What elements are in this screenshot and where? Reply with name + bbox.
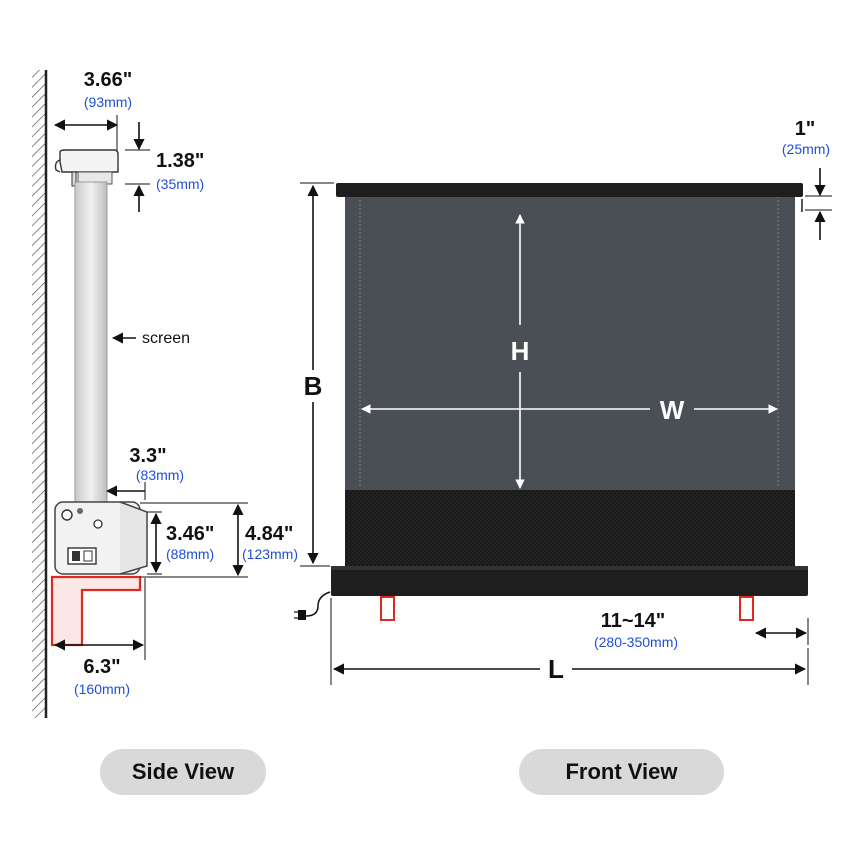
height-label: H	[511, 336, 530, 366]
screen-pole	[74, 181, 108, 503]
base-height-inch: 3.46"	[166, 523, 214, 545]
foot-right	[739, 596, 754, 621]
width-label: W	[660, 395, 685, 425]
top-bar-mm: (25mm)	[782, 141, 830, 157]
foot-spacing-inch: 11~14"	[601, 610, 666, 632]
total-base-height-mm: (123mm)	[242, 546, 298, 562]
bracket-depth-inch: 6.3"	[83, 656, 120, 678]
wall-bracket	[50, 575, 142, 647]
screen-fabric-border	[345, 490, 795, 566]
screen-callout: screen	[142, 330, 190, 347]
length-label: L	[548, 654, 564, 684]
base-housing	[54, 501, 148, 575]
base-offset-inch: 3.3"	[129, 445, 166, 467]
foot-spacing-mm: (280-350mm)	[594, 634, 678, 650]
housing-height-mm: (35mm)	[156, 176, 204, 192]
side-view: 3.66" (93mm) 1.38" (35mm) screen 3.3" (8…	[32, 69, 298, 718]
total-base-height-inch: 4.84"	[245, 523, 293, 545]
power-cord	[305, 591, 331, 617]
depth-top-mm: (93mm)	[84, 94, 132, 110]
foot-left	[380, 596, 395, 621]
top-bar	[336, 183, 803, 197]
top-housing	[54, 149, 119, 187]
front-view-button[interactable]: Front View	[519, 749, 724, 795]
front-view: H W B 1" (25mm) 11~14" (280-350mm) L	[294, 118, 832, 685]
base-bar	[331, 566, 808, 596]
side-view-button[interactable]: Side View	[100, 749, 266, 795]
plug-icon	[294, 610, 306, 620]
depth-top-inch: 3.66"	[84, 69, 132, 91]
total-height-label: B	[304, 371, 323, 401]
base-offset-mm: (83mm)	[136, 467, 184, 483]
bracket-depth-mm: (160mm)	[74, 681, 130, 697]
wall-hatch	[32, 70, 46, 718]
knob-icon	[61, 509, 73, 521]
top-bar-inch: 1"	[795, 118, 816, 140]
power-switch-icon	[67, 547, 97, 565]
housing-height-inch: 1.38"	[156, 150, 204, 172]
base-height-mm: (88mm)	[166, 546, 214, 562]
screen-surface	[345, 193, 795, 490]
